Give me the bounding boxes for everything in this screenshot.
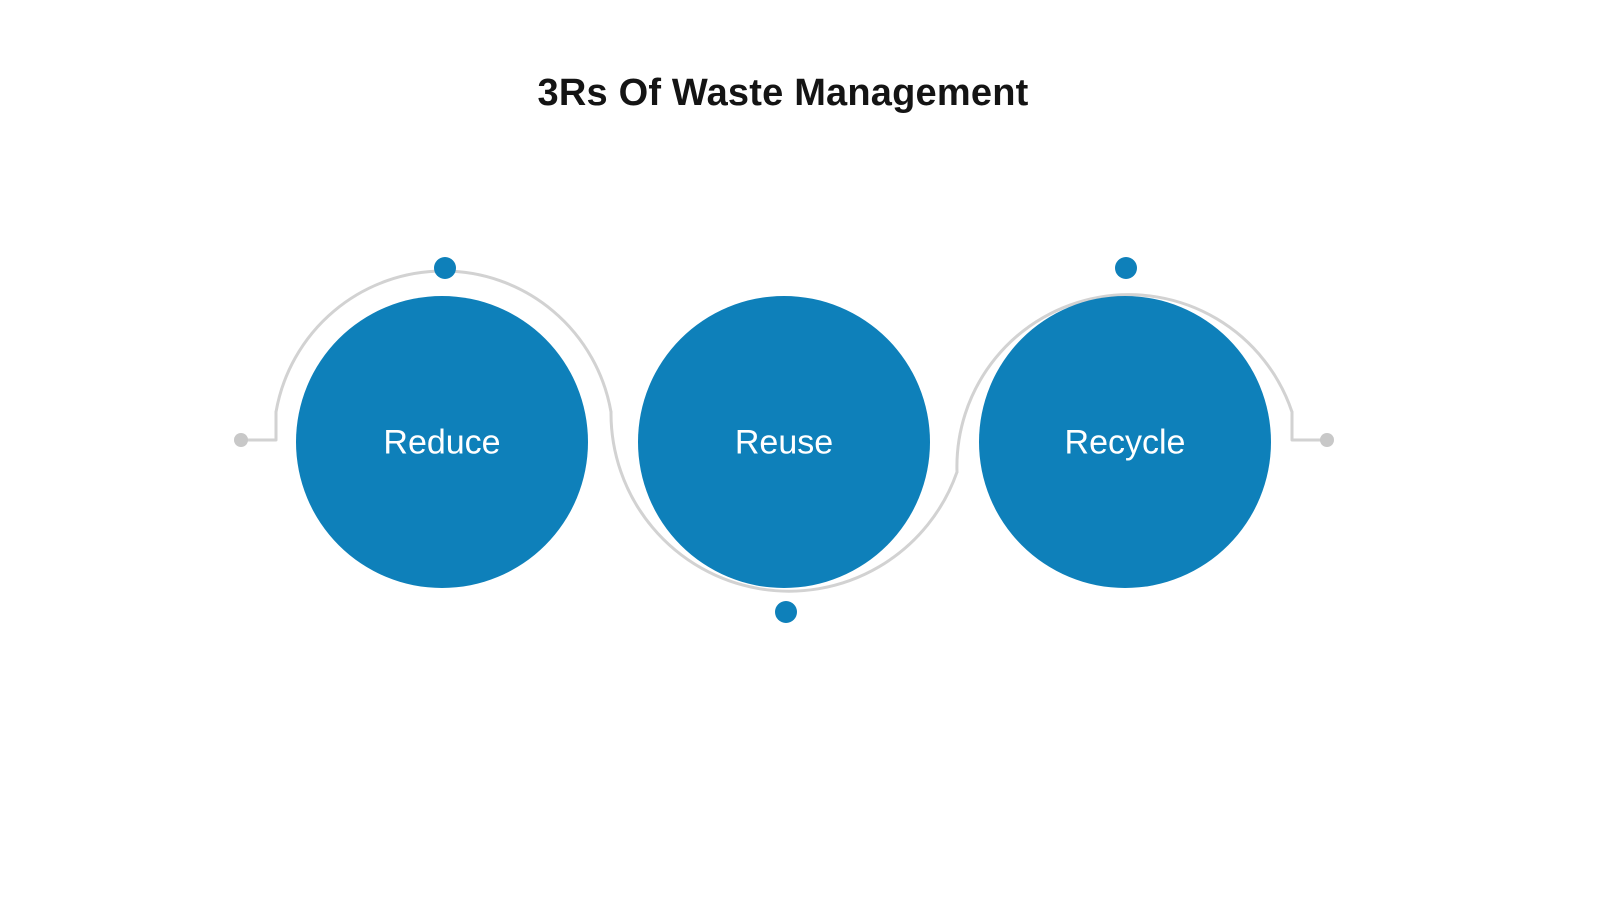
node-marker-dot-recycle — [1115, 257, 1137, 279]
node-marker-dot-reduce — [434, 257, 456, 279]
node-circle-reuse[interactable] — [638, 296, 930, 588]
track-path-arc-recycle — [955, 293, 1294, 474]
end-endpoint-dot — [1320, 433, 1334, 447]
page-title: 3Rs Of Waste Management — [537, 72, 1029, 114]
start-endpoint-dot — [234, 433, 248, 447]
node-circle-recycle[interactable] — [979, 296, 1271, 588]
track-path-right-lead — [1290, 410, 1329, 442]
track-path-left-lead — [239, 410, 278, 442]
node-circle-reduce[interactable] — [296, 296, 588, 588]
node-marker-dot-reuse — [775, 601, 797, 623]
track-path-arc-reuse — [609, 410, 959, 593]
